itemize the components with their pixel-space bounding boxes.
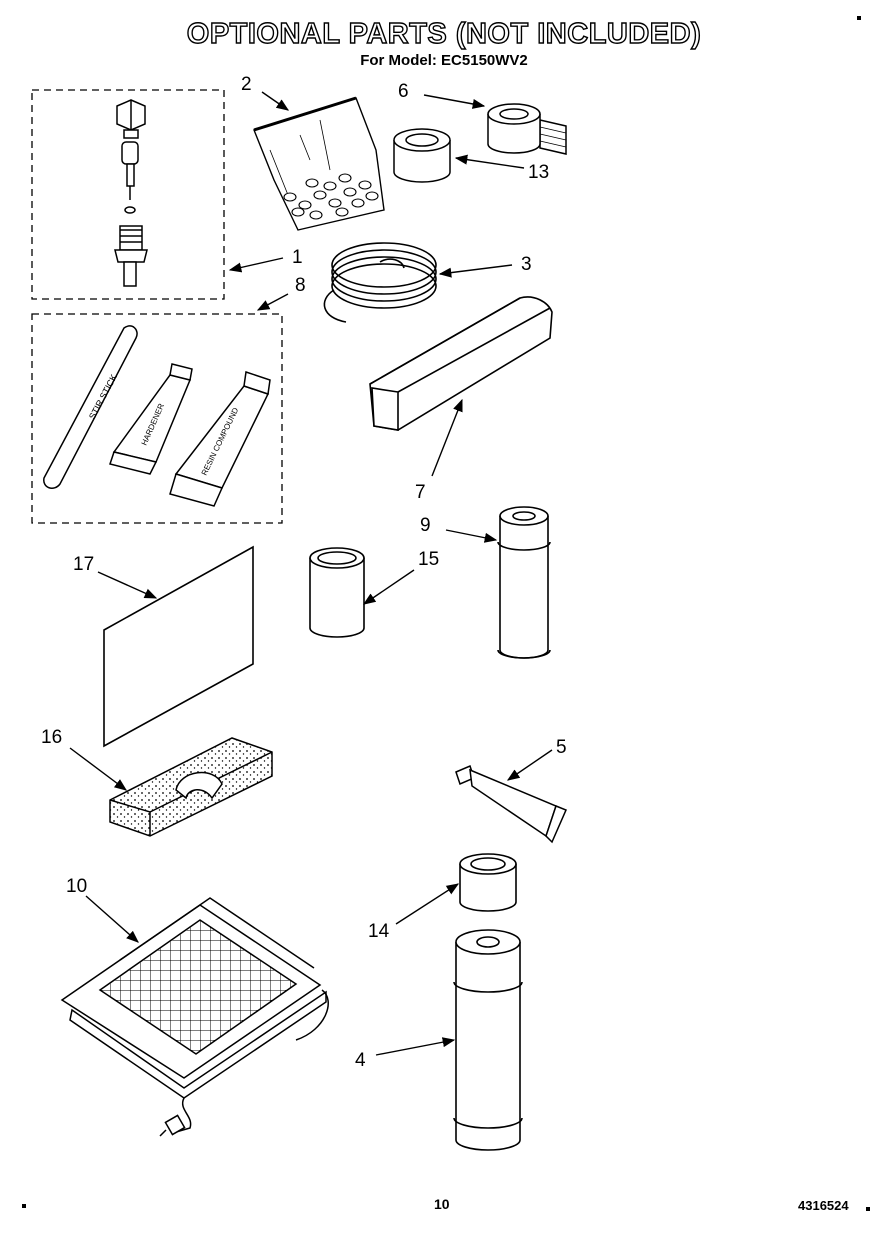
callout-2: 2 bbox=[241, 74, 252, 95]
part-3-coiled-tubing bbox=[323, 242, 437, 323]
leader-arrow-9 bbox=[445, 529, 498, 543]
leader-arrow-13 bbox=[454, 154, 525, 169]
part-5-small-tube bbox=[455, 764, 567, 844]
part-13-tape-roll bbox=[393, 128, 451, 183]
part-10-cutter-grid-assembly bbox=[60, 897, 329, 1137]
callout-17: 17 bbox=[73, 554, 95, 575]
callout-15: 15 bbox=[418, 549, 440, 570]
group-box-item-1 bbox=[31, 89, 225, 300]
callout-13: 13 bbox=[528, 162, 550, 183]
part-1-valve-fitting bbox=[114, 99, 148, 287]
part-9-aerosol-can bbox=[497, 506, 551, 659]
page-number: 10 bbox=[434, 1196, 450, 1212]
leader-arrow-17 bbox=[97, 571, 158, 599]
callout-16: 16 bbox=[41, 727, 63, 748]
part-4-aerosol-can bbox=[453, 929, 523, 1151]
leader-arrow-3 bbox=[438, 264, 513, 278]
corner-marks bbox=[22, 16, 870, 1211]
part-15-short-can bbox=[309, 547, 365, 638]
callout-6: 6 bbox=[398, 81, 409, 102]
leader-arrow-1 bbox=[228, 257, 284, 273]
leader-arrow-15 bbox=[362, 569, 415, 605]
leader-arrow-4 bbox=[375, 1037, 456, 1056]
leader-arrow-5 bbox=[506, 749, 553, 781]
callout-8: 8 bbox=[295, 275, 306, 296]
callout-10: 10 bbox=[66, 876, 88, 897]
part-6-tape-roll bbox=[487, 103, 567, 155]
leader-arrow-2 bbox=[261, 91, 290, 111]
page-title: OPTIONAL PARTS (NOT INCLUDED) bbox=[186, 17, 702, 50]
leader-arrow-14 bbox=[395, 883, 460, 925]
callout-1: 1 bbox=[292, 247, 303, 268]
callout-14: 14 bbox=[368, 921, 390, 942]
leader-arrow-8 bbox=[256, 293, 289, 311]
leader-arrow-10 bbox=[85, 895, 139, 943]
part-14-short-can bbox=[459, 853, 517, 912]
group-box-item-8 bbox=[31, 313, 283, 524]
leader-arrow-6 bbox=[423, 94, 486, 109]
part-16-foam-pad bbox=[109, 737, 273, 837]
callout-3: 3 bbox=[521, 254, 532, 275]
part-7-foam-block bbox=[369, 296, 553, 431]
page-subtitle: For Model: EC5150WV2 bbox=[360, 52, 528, 69]
part-2-bag-of-fasteners bbox=[253, 96, 385, 231]
callout-7: 7 bbox=[415, 482, 426, 503]
leader-arrows bbox=[69, 91, 553, 1056]
leader-arrow-16 bbox=[69, 747, 128, 791]
document-number: 4316524 bbox=[798, 1198, 849, 1213]
leader-arrow-7 bbox=[431, 398, 463, 477]
part-8-hardener-tube: HARDENER bbox=[109, 363, 193, 475]
callout-5: 5 bbox=[556, 737, 567, 758]
callout-9: 9 bbox=[420, 515, 431, 536]
callout-4: 4 bbox=[355, 1050, 366, 1071]
part-17-sheet bbox=[103, 545, 254, 748]
